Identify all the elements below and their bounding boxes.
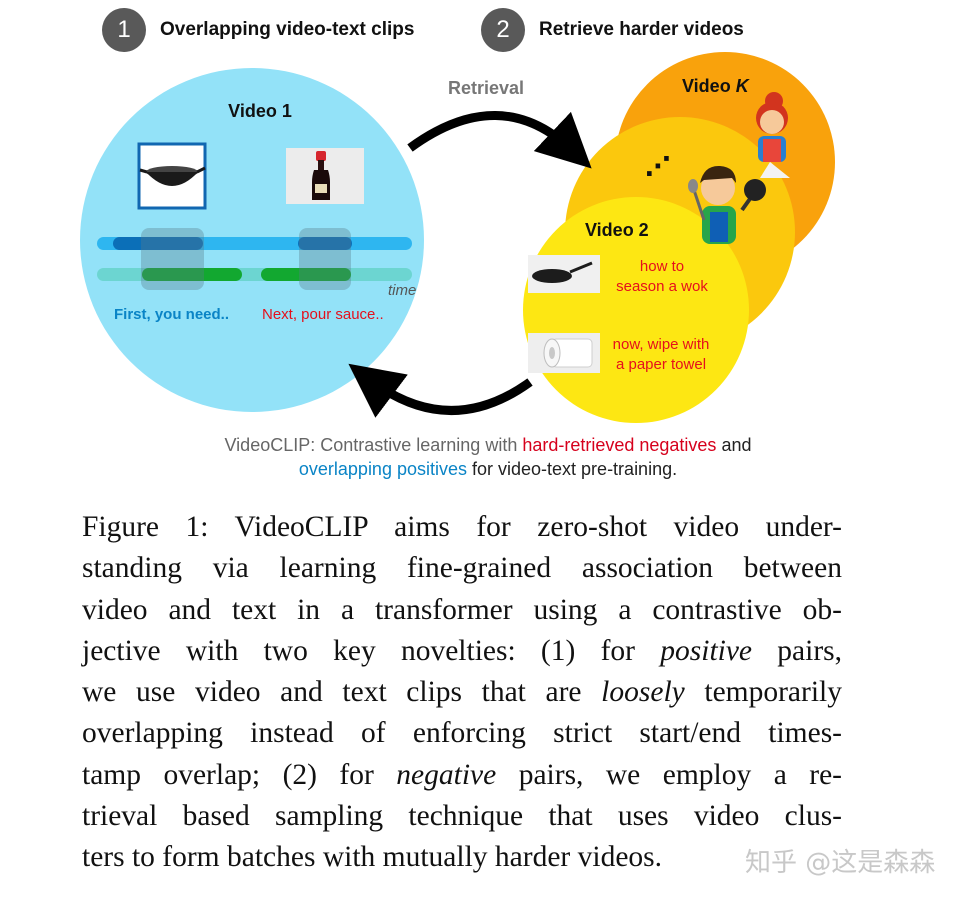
video-1-title: Video 1 <box>228 101 292 121</box>
soy-sauce-icon <box>286 148 364 204</box>
caption-line: tamp overlap; (2) for negative pairs, we… <box>82 758 842 791</box>
figure-legend-line-2: overlapping positives for video-text pre… <box>298 459 678 479</box>
video-timeline <box>97 237 412 250</box>
figure-diagram: 1 Overlapping video-text clips 2 Retriev… <box>80 8 835 479</box>
caption-line: overlapping instead of enforcing strict … <box>82 717 842 750</box>
ellipsis-dots: ⋰ <box>645 151 671 181</box>
figure-caption: Figure 1: VideoCLIP aims for zero-shot v… <box>82 507 842 879</box>
step-2-header: 2 Retrieve harder videos <box>481 8 744 52</box>
paper-towel-icon <box>528 333 600 373</box>
chef-boy-icon <box>688 165 736 244</box>
step-1-header: 1 Overlapping video-text clips <box>102 8 414 52</box>
caption-line: trieval based sampling technique that us… <box>82 800 842 833</box>
frying-pan-icon <box>740 179 766 212</box>
retrieval-arrow-bottom <box>348 363 533 418</box>
step-2-number-badge: 2 <box>481 8 525 52</box>
step-2-label: Retrieve harder videos <box>539 19 744 40</box>
legend-overlapping-positives: overlapping positives <box>298 459 467 479</box>
text-timeline <box>97 268 412 281</box>
wok-icon <box>137 142 207 210</box>
retrieval-arrow-top <box>407 111 592 169</box>
time-label: time <box>388 282 416 299</box>
caption-line: Figure 1: VideoCLIP aims for zero-shot v… <box>82 511 842 543</box>
overlap-box-2 <box>299 228 351 290</box>
overlap-box-1 <box>141 228 204 290</box>
caption-line: we use video and text clips that are loo… <box>82 676 842 709</box>
figure-legend-line-1: VideoCLIP: Contrastive learning with har… <box>224 435 752 455</box>
caption-line: standing via learning fine-grained assoc… <box>82 552 842 585</box>
clip-text-2: Next, pour sauce.. <box>262 306 384 323</box>
video-2-title: Video 2 <box>585 220 649 240</box>
caption-line: video and text in a transformer using a … <box>82 593 842 626</box>
zhihu-watermark: 知乎 @这是森森 <box>745 848 936 878</box>
retrieval-label: Retrieval <box>448 78 524 98</box>
step-1-number-badge: 1 <box>102 8 146 52</box>
chef-woman-icon <box>756 92 790 178</box>
step-1-label: Overlapping video-text clips <box>160 19 415 40</box>
clip-text-1: First, you need.. <box>114 306 229 323</box>
caption-line: ters to form batches with mutually harde… <box>82 841 663 874</box>
video-2-pan-thumbnail <box>528 255 600 293</box>
video-k-title: Video K <box>682 76 751 96</box>
caption-line: jective with two key novelties: (1) for … <box>82 634 843 667</box>
diagram-canvas: Video 1 ti <box>80 52 835 423</box>
legend-hard-negatives: hard-retrieved negatives <box>522 435 717 455</box>
